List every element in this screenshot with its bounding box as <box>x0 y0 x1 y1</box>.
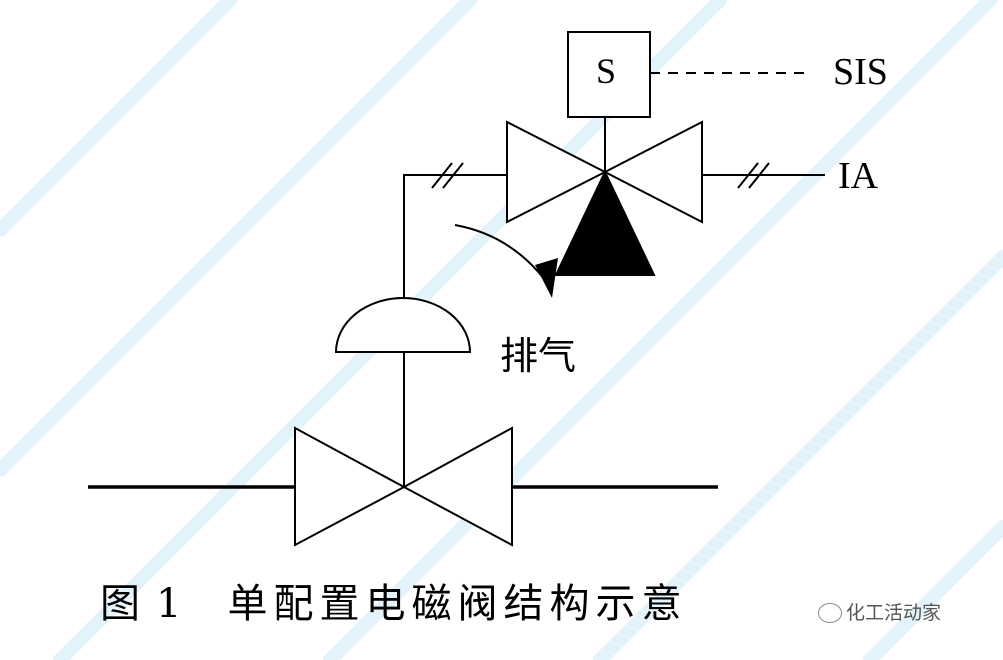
solenoid-box <box>567 31 651 118</box>
solenoid-valve-left <box>506 120 608 224</box>
exhaust-arrow <box>454 224 546 281</box>
brand-name: 化工活动家 <box>846 602 942 624</box>
brand-badge: 化工活动家 <box>818 602 941 625</box>
ia-label: IA <box>838 155 879 197</box>
arrowhead <box>535 258 558 298</box>
main-valve-right <box>401 426 513 547</box>
caption-number: 1 <box>156 581 188 627</box>
caption-title: 单配置电磁阀结构示意 <box>227 581 688 627</box>
wechat-icon <box>818 603 842 624</box>
solenoid-valve-right <box>602 120 703 224</box>
air-line-to-actuator <box>403 174 507 298</box>
main-valve-left <box>294 426 407 547</box>
sis-label: SIS <box>833 51 888 93</box>
solenoid-label: S <box>596 51 617 91</box>
actuator-dome <box>334 297 472 353</box>
exhaust-port <box>554 169 656 276</box>
exhaust-label: 排气 <box>500 334 577 378</box>
caption-figure: 图 <box>100 581 146 627</box>
